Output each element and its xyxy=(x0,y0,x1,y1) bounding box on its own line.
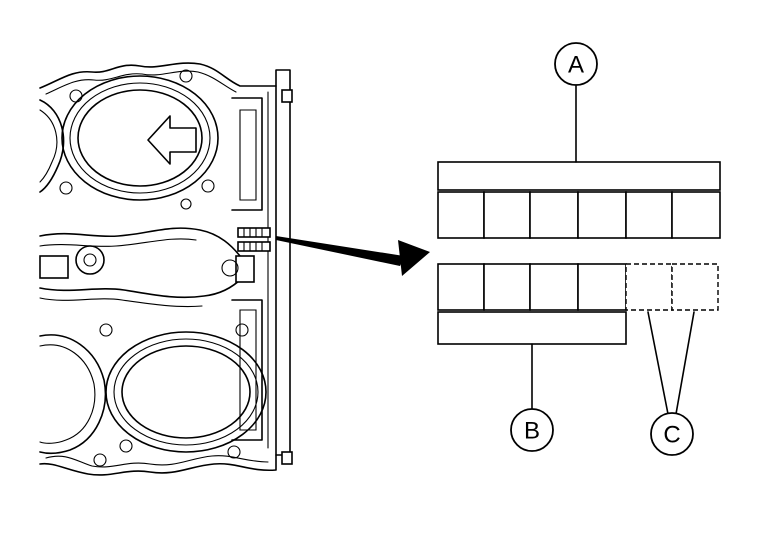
stamp-cell xyxy=(483,191,531,239)
callout-b-label: B xyxy=(524,418,540,445)
leader-arrow xyxy=(276,236,430,276)
stamp-cell xyxy=(577,191,627,239)
stamp-detail xyxy=(437,85,721,415)
callout-c-label: C xyxy=(663,422,680,449)
stamp-cell-optional xyxy=(671,263,719,311)
callout-a-label: A xyxy=(568,52,584,79)
stamp-cell xyxy=(437,263,485,311)
stamp-cell xyxy=(577,263,627,311)
direction-arrow-icon xyxy=(147,115,197,165)
stamp-cell xyxy=(671,191,721,239)
stamp-label-bar-a xyxy=(437,161,721,191)
stamp-cell xyxy=(437,191,485,239)
stamp-cell-optional xyxy=(625,263,673,311)
cylinder-block-illustration xyxy=(39,62,293,476)
callout-a: A xyxy=(554,42,598,86)
stamp-label-bar-b xyxy=(437,311,627,345)
stamp-cell xyxy=(529,263,579,311)
stamp-cell xyxy=(529,191,579,239)
callout-b: B xyxy=(510,408,554,452)
stamp-cell xyxy=(625,191,673,239)
callout-c: C xyxy=(650,412,694,456)
stamp-cell xyxy=(483,263,531,311)
